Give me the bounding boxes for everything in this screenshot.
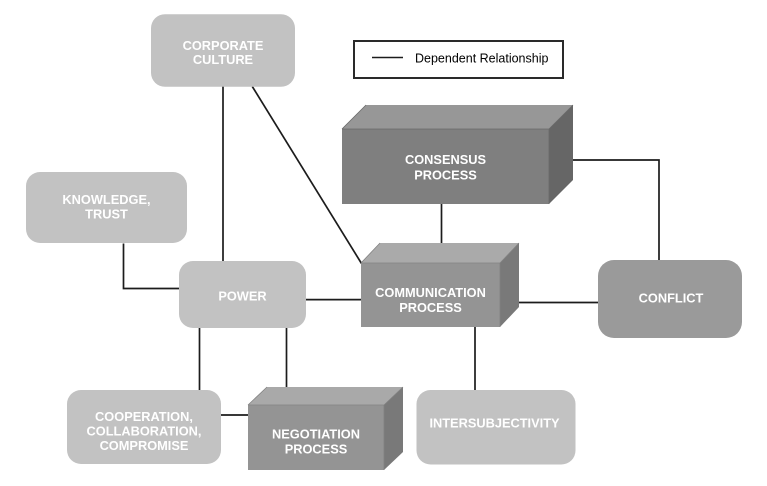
svg-text:TRUST: TRUST xyxy=(85,206,128,221)
svg-text:POWER: POWER xyxy=(218,289,266,304)
svg-text:CULTURE: CULTURE xyxy=(193,52,254,67)
svg-text:CORPORATE: CORPORATE xyxy=(183,38,264,53)
svg-text:PROCESS: PROCESS xyxy=(414,168,477,183)
svg-text:PROCESS: PROCESS xyxy=(399,300,462,315)
svg-text:Dependent Relationship: Dependent Relationship xyxy=(415,52,548,66)
svg-text:PROCESS: PROCESS xyxy=(285,442,348,457)
svg-text:KNOWLEDGE,: KNOWLEDGE, xyxy=(62,192,150,207)
svg-text:COLLABORATION,: COLLABORATION, xyxy=(87,424,202,439)
svg-text:CONFLICT: CONFLICT xyxy=(639,291,704,306)
svg-text:INTERSUBJECTIVITY: INTERSUBJECTIVITY xyxy=(429,415,560,430)
svg-text:NEGOTIATION: NEGOTIATION xyxy=(272,427,360,442)
svg-text:COMPROMISE: COMPROMISE xyxy=(100,438,189,453)
svg-text:CONSENSUS: CONSENSUS xyxy=(405,152,487,167)
svg-text:COMMUNICATION: COMMUNICATION xyxy=(375,285,486,300)
svg-text:COOPERATION,: COOPERATION, xyxy=(95,409,193,424)
